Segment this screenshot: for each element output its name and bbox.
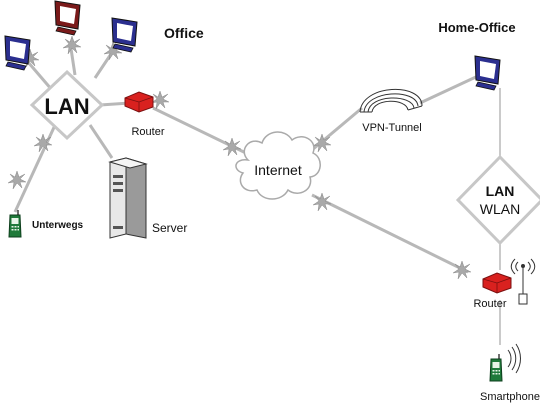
home-lan-label: LAN [486, 183, 515, 199]
spark-icon [7, 170, 27, 190]
office-monitor-icon [111, 17, 138, 53]
connector-lan-monitor-left [26, 61, 54, 91]
office-router-label: Router [131, 126, 164, 138]
home-office-title: Home-Office [438, 20, 515, 35]
signal-waves-icon [507, 343, 521, 374]
spark-icon [150, 90, 170, 110]
office-lan-label: LAN [44, 94, 89, 119]
vpn-tunnel-label: VPN-Tunnel [362, 122, 422, 134]
mobile-phone-icon [8, 209, 22, 238]
smartphone-label: Smartphone [480, 391, 540, 403]
wan-connectors [311, 74, 479, 274]
internet-label: Internet [254, 162, 302, 178]
connector-lan-server [88, 124, 114, 159]
signal-sparks [7, 35, 472, 280]
server-label: Server [152, 221, 187, 235]
office-title: Office [164, 25, 204, 41]
home-monitor-icon [474, 55, 501, 91]
connector-lan-mobile [13, 122, 58, 213]
wifi-antenna-icon [510, 258, 536, 305]
office-monitor-icon [54, 0, 81, 36]
home-wlan-label: WLAN [480, 201, 520, 217]
vpn-tunnel-icon [359, 88, 423, 113]
internet-cloud: Internet [235, 131, 321, 200]
mobile-label: Unterwegs [32, 220, 84, 231]
connector-vpn-homeoffice [419, 74, 479, 105]
server-icon [108, 157, 148, 239]
smartphone-icon [489, 353, 503, 382]
home-router-icon [482, 272, 512, 294]
home-lan-node: LAN WLAN [455, 154, 540, 246]
connector-internet-homerouter [311, 193, 469, 274]
office-lan-node: LAN [29, 69, 105, 141]
office-router-icon [124, 91, 154, 113]
spark-icon [222, 137, 242, 157]
spark-icon [452, 260, 472, 280]
home-router-label: Router [473, 298, 506, 310]
